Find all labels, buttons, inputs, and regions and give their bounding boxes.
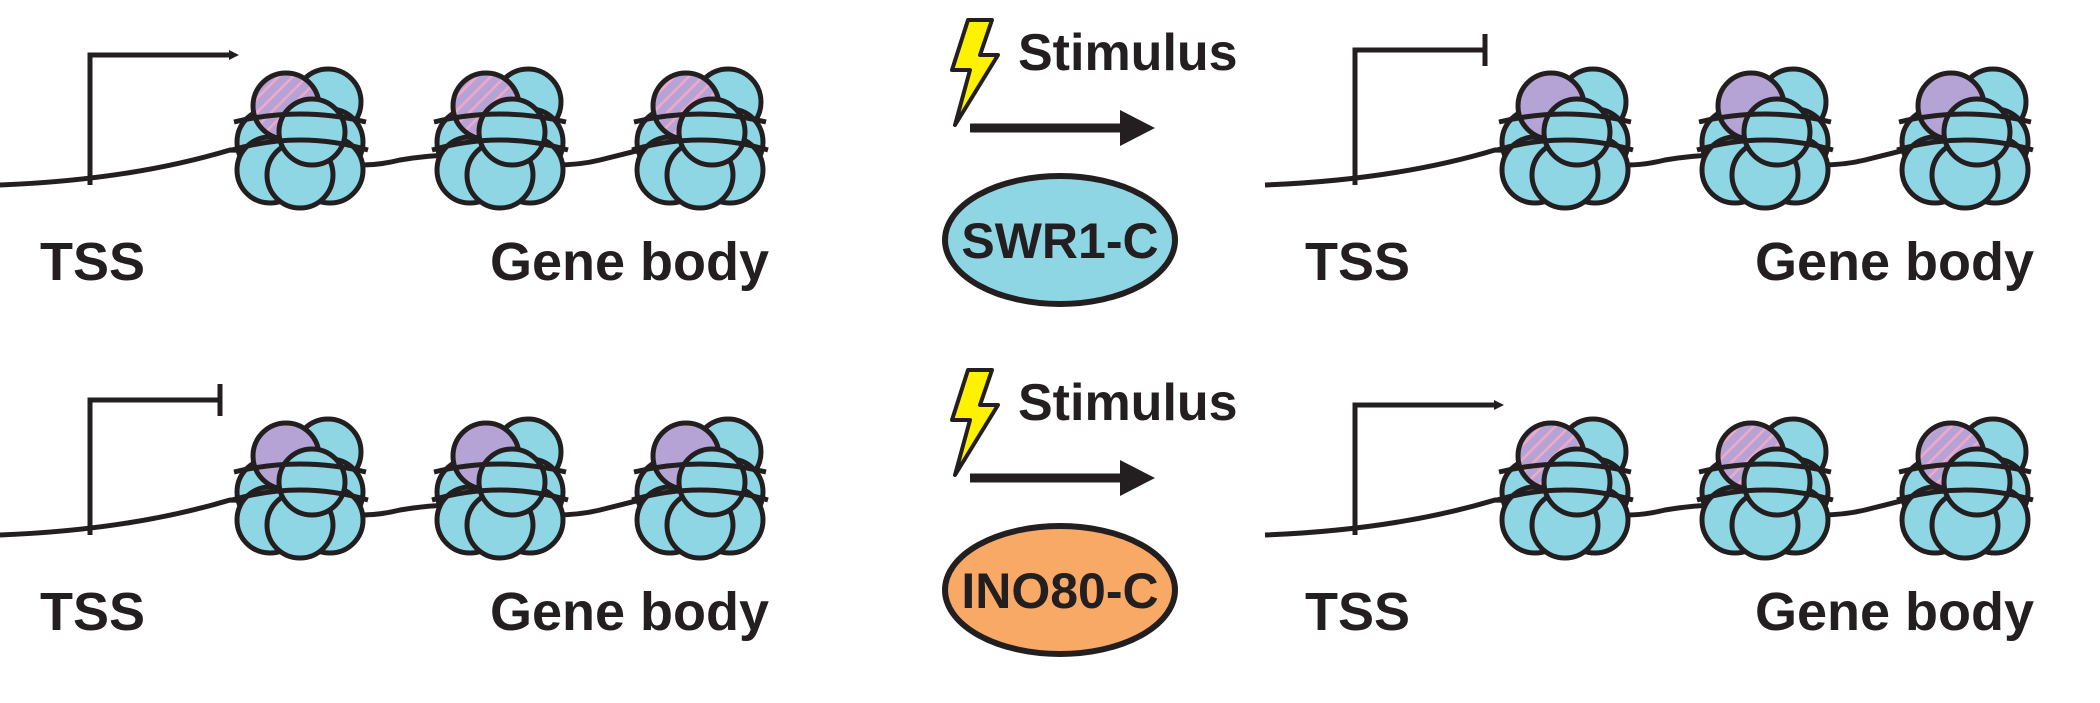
nucleosome	[1496, 416, 1634, 561]
histone-octamer-subunit	[476, 96, 548, 168]
histone-octamer-subunit	[1741, 96, 1813, 168]
nucleosome	[1696, 416, 1834, 561]
dna-wrap	[233, 111, 367, 125]
dna-wrap	[1696, 487, 1834, 503]
tss-label: TSS	[1305, 232, 1410, 292]
dna-wrap	[1498, 461, 1632, 475]
dna-wrap	[631, 487, 769, 503]
nucleosome	[631, 416, 769, 561]
panel-before-row-1: TSS Gene body	[0, 50, 769, 292]
remodeling-complex	[942, 523, 1178, 657]
dna-wrap	[631, 137, 769, 153]
histone-octamer-subunit	[276, 446, 348, 518]
dna-wrap	[1896, 137, 2034, 153]
complex-label: SWR1-C	[961, 213, 1158, 269]
tss-active-arrow-icon	[1352, 400, 1504, 535]
dna-wrap	[1698, 461, 1832, 475]
nucleosome	[1896, 66, 2034, 211]
dna-wrap	[433, 461, 567, 475]
histone-octamer-subunit	[1941, 446, 2013, 518]
lightning-bolt-icon	[950, 368, 1000, 477]
panel-before-row-2: TSS Gene body	[0, 384, 769, 642]
dna-wrap	[633, 111, 767, 125]
dna-wrap	[231, 137, 369, 153]
remodeling-complex	[942, 173, 1178, 307]
histone-octamer-subunit	[1741, 446, 1813, 518]
dna-wrap	[1496, 137, 1634, 153]
histone-octamer-subunit	[1541, 96, 1613, 168]
nucleosome	[631, 66, 769, 211]
histone-octamer-subunit	[1541, 446, 1613, 518]
tss-active-arrow-icon	[87, 50, 239, 185]
histone-octamer-subunit	[676, 96, 748, 168]
dna-wrap	[1496, 487, 1634, 503]
arrow-head	[1120, 460, 1155, 496]
nucleosome	[231, 416, 369, 561]
nucleosome	[431, 416, 569, 561]
dna-wrap	[1696, 137, 1834, 153]
dna-wrap	[433, 111, 567, 125]
tss-repressed-bar-icon	[87, 397, 220, 535]
gene-body-label: Gene body	[1755, 232, 2034, 292]
histone-octamer-subunit	[676, 446, 748, 518]
dna-wrap	[431, 137, 569, 153]
lightning-bolt-icon	[950, 18, 1000, 127]
tss-label: TSS	[40, 582, 145, 642]
dna-wrap	[1898, 111, 2032, 125]
histone-octamer-subunit	[476, 446, 548, 518]
tss-label: TSS	[1305, 582, 1410, 642]
dna-wrap	[233, 461, 367, 475]
histone-octamer-subunit	[1941, 96, 2013, 168]
dna-wrap	[1498, 111, 1632, 125]
nucleosome	[431, 66, 569, 211]
nucleosome	[1696, 66, 1834, 211]
tss-repressed-bar-icon	[1352, 47, 1485, 185]
tss-label: TSS	[40, 232, 145, 292]
complex-label: INO80-C	[961, 563, 1158, 619]
nucleosome	[1896, 416, 2034, 561]
dna-wrap	[1698, 111, 1832, 125]
stimulus-label: Stimulus	[1018, 24, 1238, 82]
dna-wrap	[231, 487, 369, 503]
dna-wrap	[431, 487, 569, 503]
histone-octamer-subunit	[276, 96, 348, 168]
stimulus-label: Stimulus	[1018, 374, 1238, 432]
panel-after-row-2: TSS Gene body	[1264, 400, 2034, 642]
panel-after-row-1: TSS Gene body	[1264, 34, 2034, 292]
nucleosome	[1496, 66, 1634, 211]
dna-wrap	[1896, 487, 2034, 503]
nucleosome	[231, 66, 369, 211]
gene-body-label: Gene body	[1755, 582, 2034, 642]
gene-body-label: Gene body	[490, 232, 769, 292]
dna-wrap	[633, 461, 767, 475]
gene-body-label: Gene body	[490, 582, 769, 642]
dna-wrap	[1898, 461, 2032, 475]
arrow-head	[1120, 110, 1155, 146]
